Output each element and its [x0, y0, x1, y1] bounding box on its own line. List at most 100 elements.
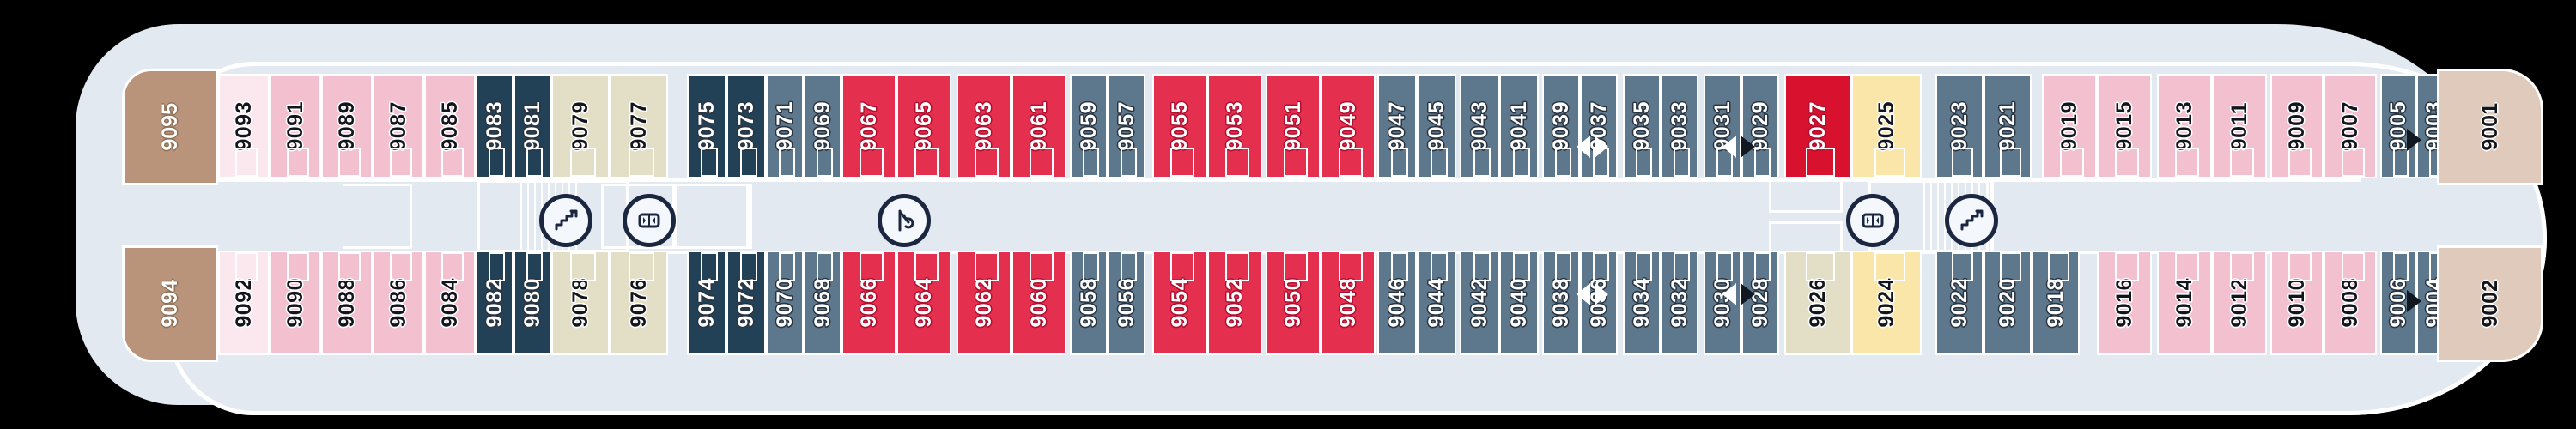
- cabin-9057[interactable]: 9057: [1108, 74, 1145, 178]
- cabin-9034[interactable]: 9034: [1623, 251, 1661, 355]
- cabin-9023[interactable]: 9023: [1935, 74, 1984, 178]
- cabin-interior-outline: [1030, 148, 1054, 177]
- cabin-9048[interactable]: 9048: [1321, 251, 1376, 355]
- cabin-9085[interactable]: 9085: [424, 74, 476, 178]
- cabin-9011[interactable]: 9011: [2212, 74, 2267, 178]
- cabin-9071[interactable]: 9071: [766, 74, 804, 178]
- cabin-9026[interactable]: 9026: [1784, 251, 1851, 355]
- cabin-9089[interactable]: 9089: [321, 74, 373, 178]
- cabin-9074[interactable]: 9074: [687, 251, 726, 355]
- aft-lobby-outline: [675, 184, 749, 249]
- cabin-9068[interactable]: 9068: [804, 251, 841, 355]
- cabin-9082[interactable]: 9082: [476, 251, 513, 355]
- cabin-9039[interactable]: 9039: [1542, 74, 1580, 178]
- cabin-9040[interactable]: 9040: [1499, 251, 1539, 355]
- elevator-icon[interactable]: [1846, 194, 1899, 247]
- cabin-9029[interactable]: 9029: [1741, 74, 1779, 178]
- cabin-9012[interactable]: 9012: [2212, 251, 2267, 355]
- cabin-9063[interactable]: 9063: [957, 74, 1012, 178]
- cabin-9005[interactable]: 9005: [2380, 74, 2416, 178]
- cabin-9083[interactable]: 9083: [476, 74, 513, 178]
- cabin-9093[interactable]: 9093: [218, 74, 270, 178]
- cabin-9092[interactable]: 9092: [218, 251, 270, 355]
- cabin-9007[interactable]: 9007: [2324, 74, 2377, 178]
- cabin-number-label: 9008: [2337, 278, 2362, 328]
- cabin-number-label: 9062: [971, 278, 996, 328]
- cabin-9064[interactable]: 9064: [896, 251, 951, 355]
- stairs-icon[interactable]: [1945, 194, 1998, 247]
- cabin-9088[interactable]: 9088: [321, 251, 373, 355]
- cabin-9042[interactable]: 9042: [1460, 251, 1499, 355]
- cabin-9067[interactable]: 9067: [841, 74, 896, 178]
- cabin-9044[interactable]: 9044: [1417, 251, 1456, 355]
- suite-9095[interactable]: 9095: [122, 69, 218, 185]
- cabin-9086[interactable]: 9086: [373, 251, 424, 355]
- cabin-9038[interactable]: 9038: [1542, 251, 1580, 355]
- cabin-9091[interactable]: 9091: [270, 74, 321, 178]
- cabin-9055[interactable]: 9055: [1152, 74, 1207, 178]
- cabin-9090[interactable]: 9090: [270, 251, 321, 355]
- cabin-9010[interactable]: 9010: [2270, 251, 2324, 355]
- cabin-9066[interactable]: 9066: [841, 251, 896, 355]
- cabin-9054[interactable]: 9054: [1152, 251, 1207, 355]
- cabin-9062[interactable]: 9062: [957, 251, 1012, 355]
- cabin-9045[interactable]: 9045: [1417, 74, 1456, 178]
- elevator-icon[interactable]: [623, 194, 676, 247]
- cabin-9060[interactable]: 9060: [1012, 251, 1066, 355]
- cabin-9078[interactable]: 9078: [551, 251, 610, 355]
- cabin-9076[interactable]: 9076: [610, 251, 668, 355]
- cabin-9031[interactable]: 9031: [1704, 74, 1741, 178]
- cabin-9021[interactable]: 9021: [1984, 74, 2032, 178]
- cabin-9087[interactable]: 9087: [373, 74, 424, 178]
- cabin-9061[interactable]: 9061: [1012, 74, 1066, 178]
- cabin-9073[interactable]: 9073: [726, 74, 766, 178]
- cabin-9020[interactable]: 9020: [1984, 251, 2032, 355]
- cabin-9025[interactable]: 9025: [1851, 74, 1922, 178]
- suite-9094[interactable]: 9094: [122, 245, 218, 362]
- cabin-9069[interactable]: 9069: [804, 74, 841, 178]
- cabin-9053[interactable]: 9053: [1207, 74, 1262, 178]
- suite-9002[interactable]: 9002: [2437, 245, 2543, 362]
- cabin-9019[interactable]: 9019: [2042, 74, 2097, 178]
- cabin-9065[interactable]: 9065: [896, 74, 951, 178]
- cabin-9056[interactable]: 9056: [1108, 251, 1145, 355]
- cabin-9080[interactable]: 9080: [513, 251, 551, 355]
- cabin-9009[interactable]: 9009: [2270, 74, 2324, 178]
- cabin-9016[interactable]: 9016: [2097, 251, 2152, 355]
- cabin-9058[interactable]: 9058: [1070, 251, 1108, 355]
- cabin-9059[interactable]: 9059: [1070, 74, 1108, 178]
- cabin-9015[interactable]: 9015: [2097, 74, 2152, 178]
- cabin-9022[interactable]: 9022: [1935, 251, 1984, 355]
- cabin-9033[interactable]: 9033: [1661, 74, 1698, 178]
- cabin-9035[interactable]: 9035: [1623, 74, 1661, 178]
- cabin-9077[interactable]: 9077: [610, 74, 668, 178]
- cabin-9037[interactable]: 9037: [1580, 74, 1618, 178]
- cabin-9049[interactable]: 9049: [1321, 74, 1376, 178]
- cabin-9008[interactable]: 9008: [2324, 251, 2377, 355]
- cabin-9081[interactable]: 9081: [513, 74, 551, 178]
- cabin-9041[interactable]: 9041: [1499, 74, 1539, 178]
- cabin-9070[interactable]: 9070: [766, 251, 804, 355]
- stairs-icon[interactable]: [539, 194, 592, 247]
- laundry-icon[interactable]: [878, 194, 931, 247]
- cabin-9014[interactable]: 9014: [2157, 251, 2212, 355]
- cabin-number-label: 9088: [334, 278, 359, 328]
- cabin-9046[interactable]: 9046: [1377, 251, 1417, 355]
- cabin-9006[interactable]: 9006: [2380, 251, 2416, 355]
- suite-9001[interactable]: 9001: [2437, 69, 2543, 185]
- cabin-9050[interactable]: 9050: [1266, 251, 1321, 355]
- cabin-9072[interactable]: 9072: [726, 251, 766, 355]
- cabin-9013[interactable]: 9013: [2157, 74, 2212, 178]
- cabin-9052[interactable]: 9052: [1207, 251, 1262, 355]
- cabin-9043[interactable]: 9043: [1460, 74, 1499, 178]
- cabin-9075[interactable]: 9075: [687, 74, 726, 178]
- cabin-9084[interactable]: 9084: [424, 251, 476, 355]
- cabin-9051[interactable]: 9051: [1266, 74, 1321, 178]
- cabin-9079[interactable]: 9079: [551, 74, 610, 178]
- cabin-9024[interactable]: 9024: [1851, 251, 1922, 355]
- cabin-9027[interactable]: 9027: [1784, 74, 1851, 178]
- cabin-number-label: 9010: [2284, 278, 2309, 328]
- cabin-9018[interactable]: 9018: [2032, 251, 2080, 355]
- cabin-9047[interactable]: 9047: [1377, 74, 1417, 178]
- cabin-9032[interactable]: 9032: [1661, 251, 1698, 355]
